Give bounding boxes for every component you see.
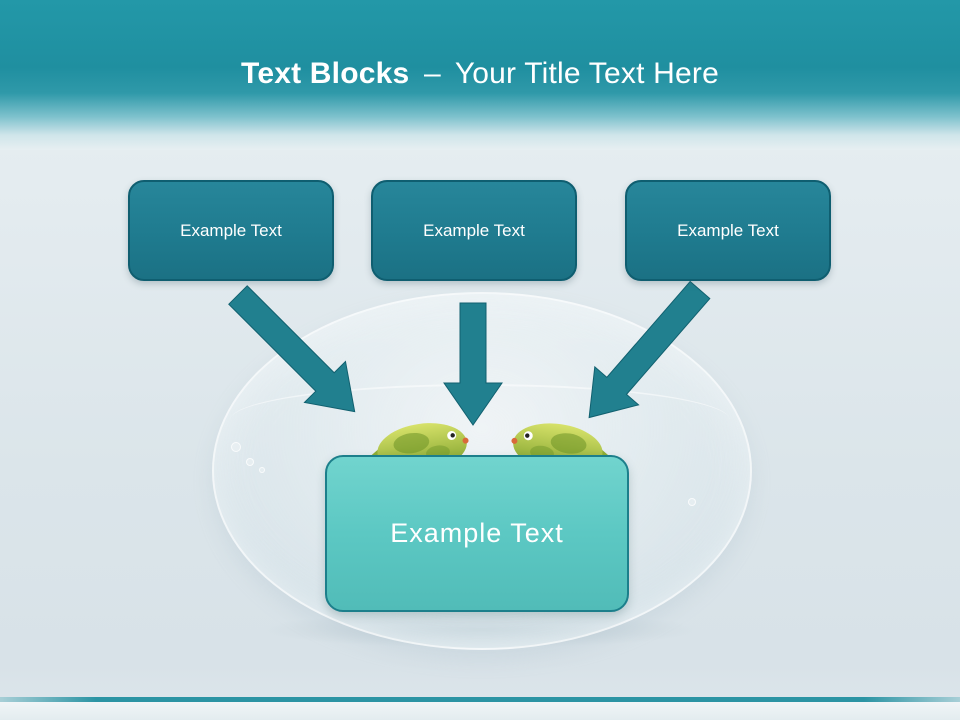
center-text-block: Example Text (325, 455, 629, 612)
slide-title: Text Blocks – Your Title Text Here (0, 57, 960, 91)
text-block-1: Example Text (128, 180, 334, 281)
slide-title-rest: Your Title Text Here (454, 57, 719, 90)
header-band (0, 0, 960, 150)
bubble (259, 467, 265, 473)
footer-area (0, 702, 960, 720)
slide-title-bold: Text Blocks (241, 57, 410, 90)
text-block-1-label: Example Text (180, 220, 282, 240)
text-block-3-label: Example Text (677, 220, 779, 240)
slide-title-separator: – (423, 57, 441, 90)
bubble (490, 390, 496, 396)
text-block-2-label: Example Text (423, 220, 525, 240)
text-block-2: Example Text (371, 180, 577, 281)
bubble (688, 498, 696, 506)
bubble (231, 442, 241, 452)
bubble (246, 458, 254, 466)
text-block-3: Example Text (625, 180, 831, 281)
footer-accent-line (0, 697, 960, 702)
center-text-block-label: Example Text (390, 518, 564, 548)
